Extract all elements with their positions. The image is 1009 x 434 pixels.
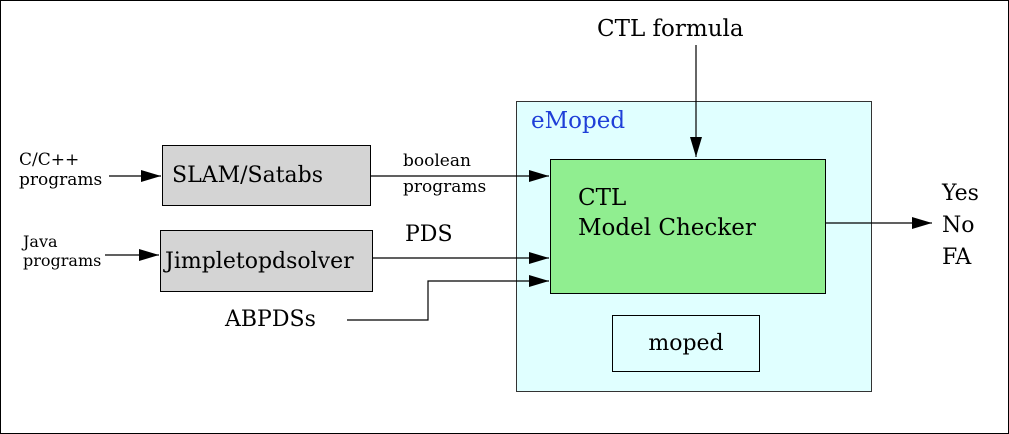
- slam-satabs-box: SLAM/Satabs: [162, 145, 371, 206]
- result-fa: FA: [942, 244, 972, 270]
- moped-box: moped: [612, 315, 760, 372]
- c-programs-line-2: programs: [19, 170, 103, 191]
- emoped-title: eMoped: [531, 108, 626, 134]
- boolean-programs-edge-label: boolean programs: [403, 148, 486, 201]
- arrow-abpdss-to-checker: [347, 275, 549, 321]
- result-no: No: [942, 212, 975, 238]
- java-programs-line-2: programs: [23, 251, 102, 271]
- java-programs-input: Java programs: [23, 232, 101, 270]
- jimpletopdsolver-label: Jimpletopdsolver: [165, 248, 354, 274]
- pds-edge-label: PDS: [405, 222, 453, 247]
- c-programs-input: C/C++ programs: [19, 150, 102, 191]
- ctl-model-checker-box: CTL Model Checker: [550, 159, 826, 294]
- ctl-formula-label: CTL formula: [597, 16, 744, 42]
- results-output: Yes No FA: [942, 178, 979, 274]
- boolean-programs-line-1: boolean: [403, 151, 471, 171]
- c-programs-line-1: C/C++: [19, 150, 80, 170]
- checker-line-2: Model Checker: [578, 214, 756, 241]
- checker-line-1: CTL: [578, 185, 627, 211]
- abpdss-input: ABPDSs: [225, 307, 316, 332]
- boolean-programs-line-2: programs: [403, 177, 487, 198]
- java-programs-line-1: Java: [23, 232, 58, 251]
- slam-satabs-label: SLAM/Satabs: [172, 163, 324, 188]
- jimpletopdsolver-box: Jimpletopdsolver: [160, 230, 373, 292]
- moped-label: moped: [648, 331, 724, 356]
- result-yes: Yes: [942, 181, 979, 206]
